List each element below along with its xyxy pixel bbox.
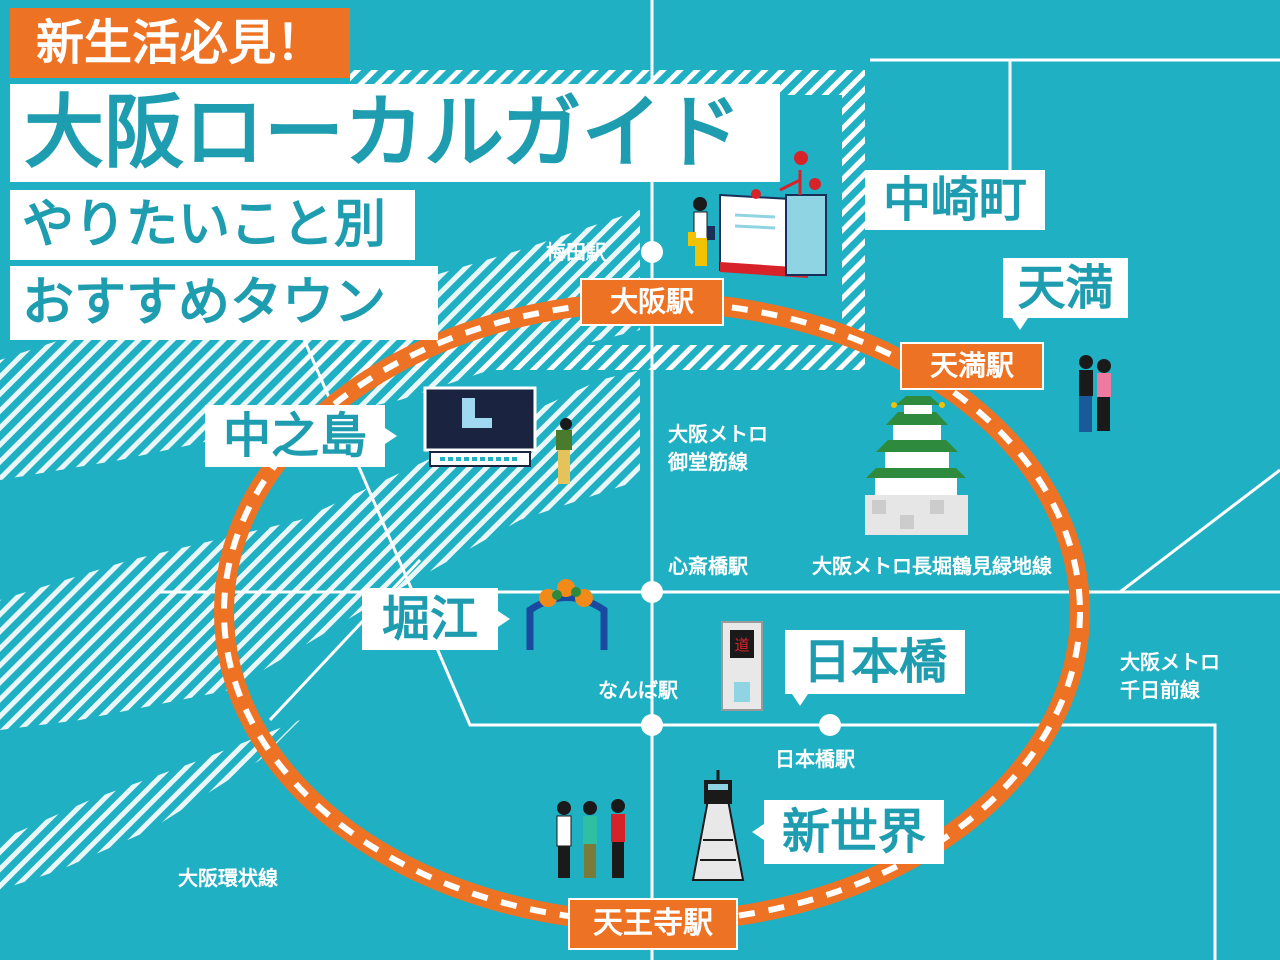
building-icon xyxy=(719,151,827,278)
callout-tail xyxy=(1012,318,1028,330)
callout-tail xyxy=(792,694,808,706)
line-label-midosuji: 大阪メトロ 御堂筋線 xyxy=(668,420,768,476)
area-label-tenma[interactable]: 天満 xyxy=(1003,258,1128,318)
page-subtitle-1: やりたいこと別 xyxy=(10,190,415,260)
station-dot-umeda[interactable] xyxy=(641,241,663,263)
castle-icon xyxy=(865,396,968,535)
page-title: 大阪ローカルガイド xyxy=(10,84,780,182)
arch-gate-icon xyxy=(526,579,608,650)
line-label-sennichimae-2: 千日前線 xyxy=(1120,678,1200,702)
callout-tail xyxy=(752,824,764,840)
station-label-osaka[interactable]: 大阪駅 xyxy=(580,278,724,326)
station-label-tennoji[interactable]: 天王寺駅 xyxy=(568,898,738,950)
station-label-namba: なんば駅 xyxy=(598,678,678,702)
station-dot-shinsaibashi[interactable] xyxy=(641,581,663,603)
line-label-sennichimae: 大阪メトロ 千日前線 xyxy=(1120,648,1220,704)
tv-monitor-icon xyxy=(423,386,572,484)
line-label-midosuji-2: 御堂筋線 xyxy=(668,450,748,474)
people-icon xyxy=(1079,355,1111,432)
station-label-nipponbashi: 日本橋駅 xyxy=(775,747,855,771)
group-people-icon xyxy=(556,799,625,878)
area-label-horie[interactable]: 堀江 xyxy=(362,588,498,650)
line-label-loop: 大阪環状線 xyxy=(178,866,278,890)
callout-tail xyxy=(385,428,397,444)
station-dot-namba[interactable] xyxy=(641,714,663,736)
dotonbori-sign-icon: 道 xyxy=(721,621,763,711)
line-label-midosuji-1: 大阪メトロ xyxy=(668,422,768,446)
station-label-tenma[interactable]: 天満駅 xyxy=(900,342,1044,390)
station-label-umeda: 梅田駅 xyxy=(546,240,606,264)
svg-text:道: 道 xyxy=(734,636,749,654)
area-label-shinsekai[interactable]: 新世界 xyxy=(764,800,944,864)
tsutenkaku-tower-icon xyxy=(691,770,745,881)
person-icon xyxy=(688,197,715,266)
area-label-nipponbashi[interactable]: 日本橋 xyxy=(785,630,965,694)
page-subtitle-2: おすすめタウン xyxy=(10,266,438,340)
area-label-nakanoshima[interactable]: 中之島 xyxy=(205,405,385,467)
line-label-nagahori: 大阪メトロ長堀鶴見緑地線 xyxy=(812,554,1052,578)
callout-tail xyxy=(498,611,510,627)
line-label-sennichimae-1: 大阪メトロ xyxy=(1120,650,1220,674)
station-label-shinsaibashi: 心斎橋駅 xyxy=(668,554,748,578)
area-label-nakazakicho[interactable]: 中崎町 xyxy=(865,170,1045,230)
station-dot-nipponbashi[interactable] xyxy=(819,714,841,736)
header-badge: 新生活必見！ xyxy=(10,8,350,78)
